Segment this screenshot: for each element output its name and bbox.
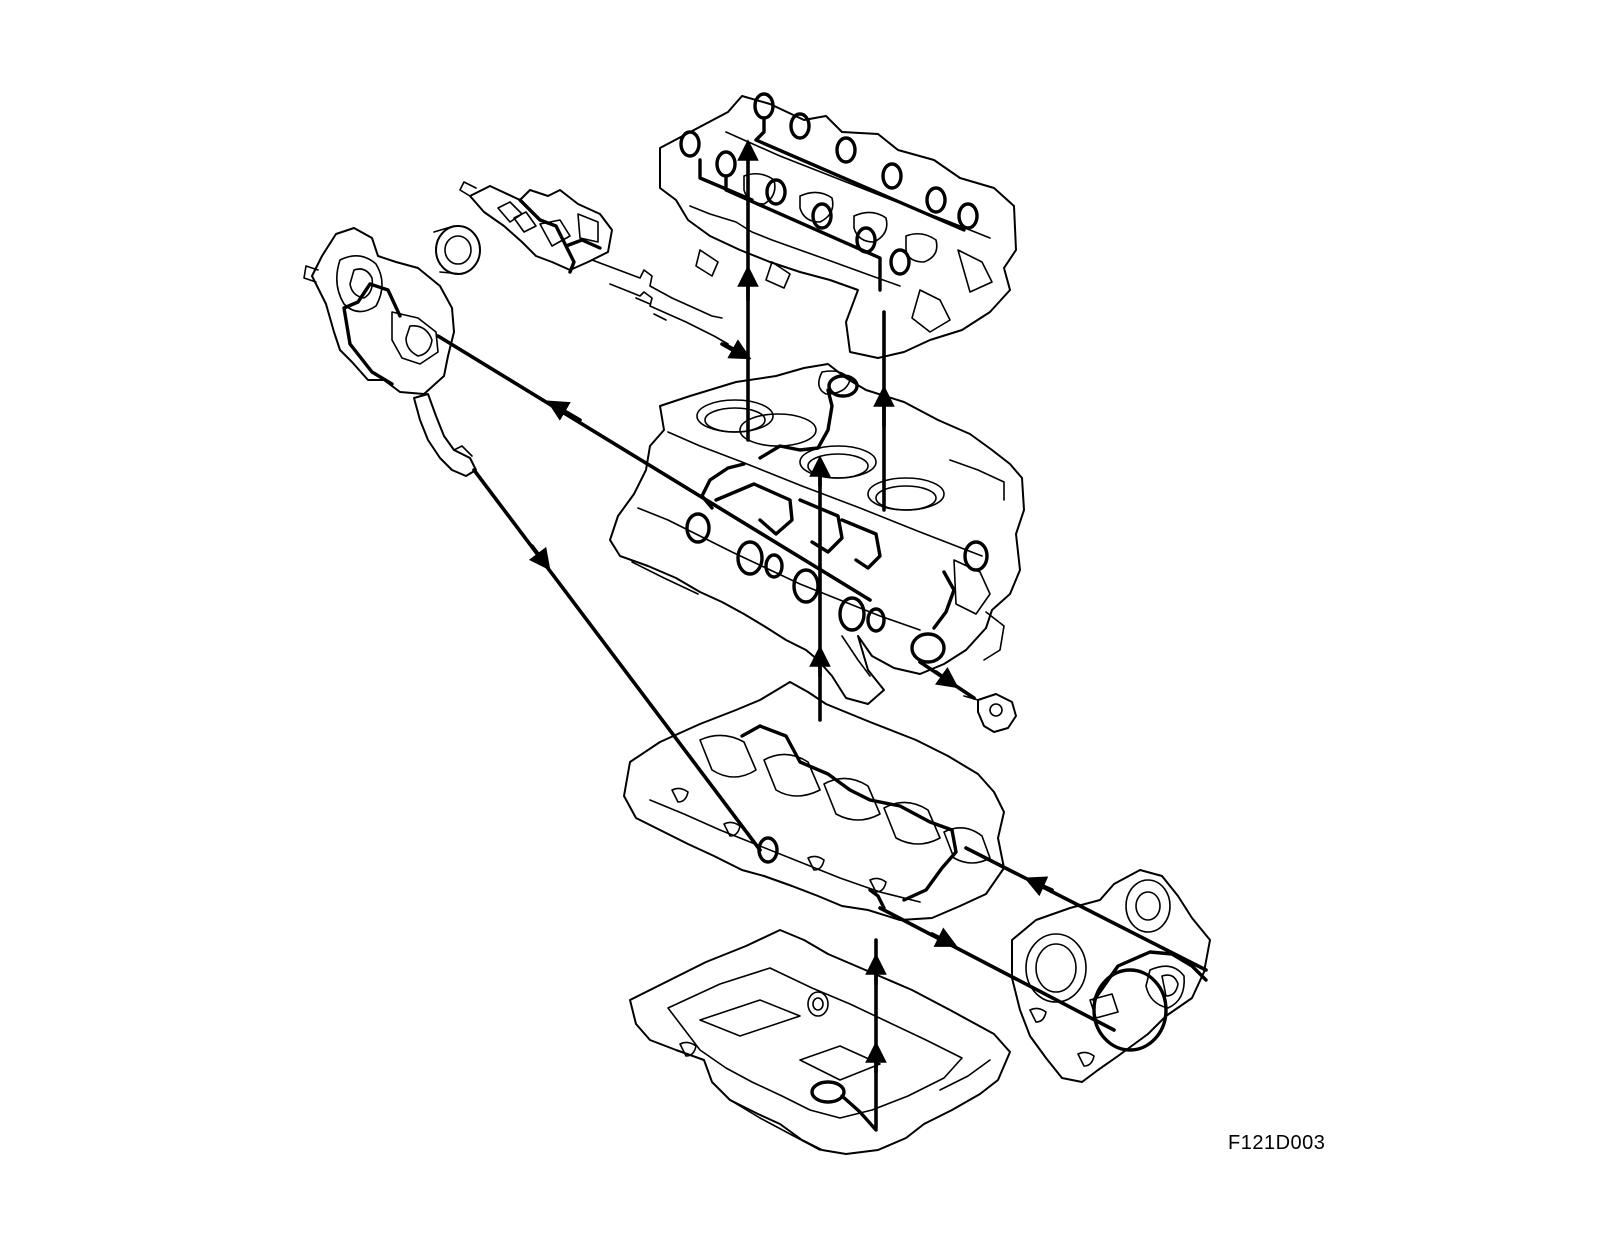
assembly-route-lines xyxy=(436,139,1208,1130)
sensor xyxy=(963,693,1017,733)
oil-pan-seal xyxy=(810,1080,878,1132)
figure-code: F121D003 xyxy=(1228,1132,1326,1154)
oil-pan xyxy=(629,929,1011,1155)
engine-block xyxy=(609,363,1025,705)
cylinder-head xyxy=(659,92,1017,359)
front-cover xyxy=(1011,869,1211,1083)
bedplate-seal xyxy=(740,724,958,910)
cam-cover-seal-set xyxy=(679,92,979,292)
block-seal-set xyxy=(685,374,989,664)
fuel-rail-assembly xyxy=(459,181,729,345)
lower-crankcase xyxy=(623,681,1005,921)
turbocharger xyxy=(303,225,481,477)
front-cover-seal xyxy=(1092,950,1208,1052)
